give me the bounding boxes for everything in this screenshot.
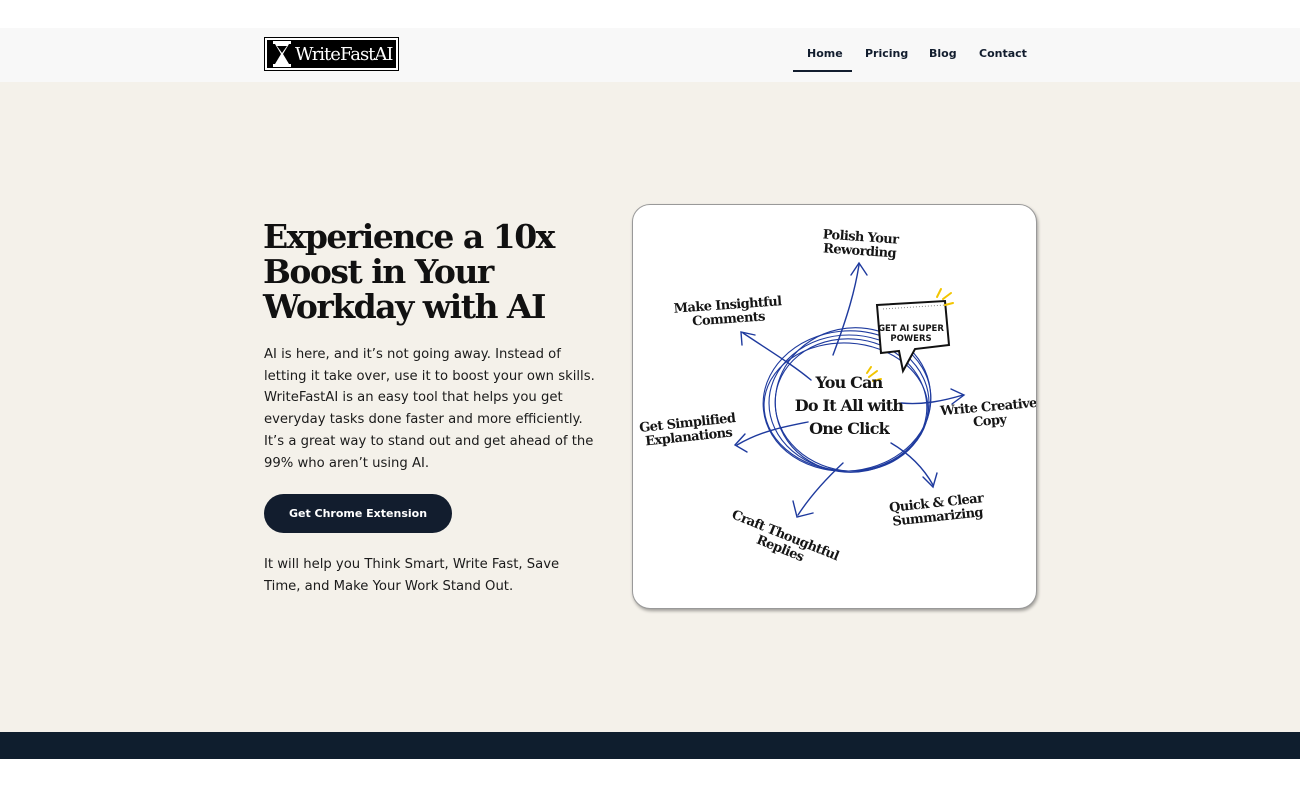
feature-creative-line-2: Copy — [973, 412, 1008, 430]
feature-comments-line-2: Comments — [692, 309, 766, 329]
hourglass-icon — [273, 41, 291, 67]
logo-text: WriteFastAI — [295, 43, 394, 65]
nav-active-underline — [793, 70, 852, 72]
nav-blog[interactable]: Blog — [929, 47, 957, 60]
nav-contact[interactable]: Contact — [979, 47, 1027, 60]
hero-section: Experience a 10x Boost in Your Workday w… — [0, 82, 1300, 732]
hero-intro: AI is here, and it’s not going away. Ins… — [264, 347, 595, 471]
nav-home[interactable]: Home — [807, 47, 843, 60]
center-text-line-1: You Can — [814, 373, 883, 392]
badge-text-line-2: POWERS — [890, 334, 931, 344]
nav-pricing[interactable]: Pricing — [865, 47, 909, 60]
hero-headline: Experience a 10x Boost in Your Workday w… — [263, 217, 555, 326]
feature-polish-line-1: Polish Your — [822, 227, 899, 247]
footer-band — [0, 732, 1300, 759]
feature-illustration-card: GET AI SUPER POWERS You Can Do It All wi… — [632, 204, 1037, 609]
get-chrome-extension-button[interactable]: Get Chrome Extension — [264, 494, 452, 533]
hero-tagline: It will help you Think Smart, Write Fast… — [264, 557, 560, 594]
feature-illustration: GET AI SUPER POWERS You Can Do It All wi… — [639, 227, 1036, 565]
feature-polish-line-2: Rewording — [823, 241, 897, 261]
ai-superpowers-badge: GET AI SUPER POWERS — [875, 299, 951, 374]
center-text-line-2: Do It All with — [795, 396, 905, 415]
logo[interactable]: WriteFastAI — [264, 37, 399, 71]
arrows — [733, 261, 966, 518]
badge-text-line-1: GET AI SUPER — [878, 324, 944, 334]
center-text-line-3: One Click — [809, 419, 891, 438]
scribble-circle — [762, 327, 932, 473]
site-header: WriteFastAI Home Pricing Blog Contact — [0, 28, 1300, 82]
sparkle-icon — [866, 288, 954, 382]
